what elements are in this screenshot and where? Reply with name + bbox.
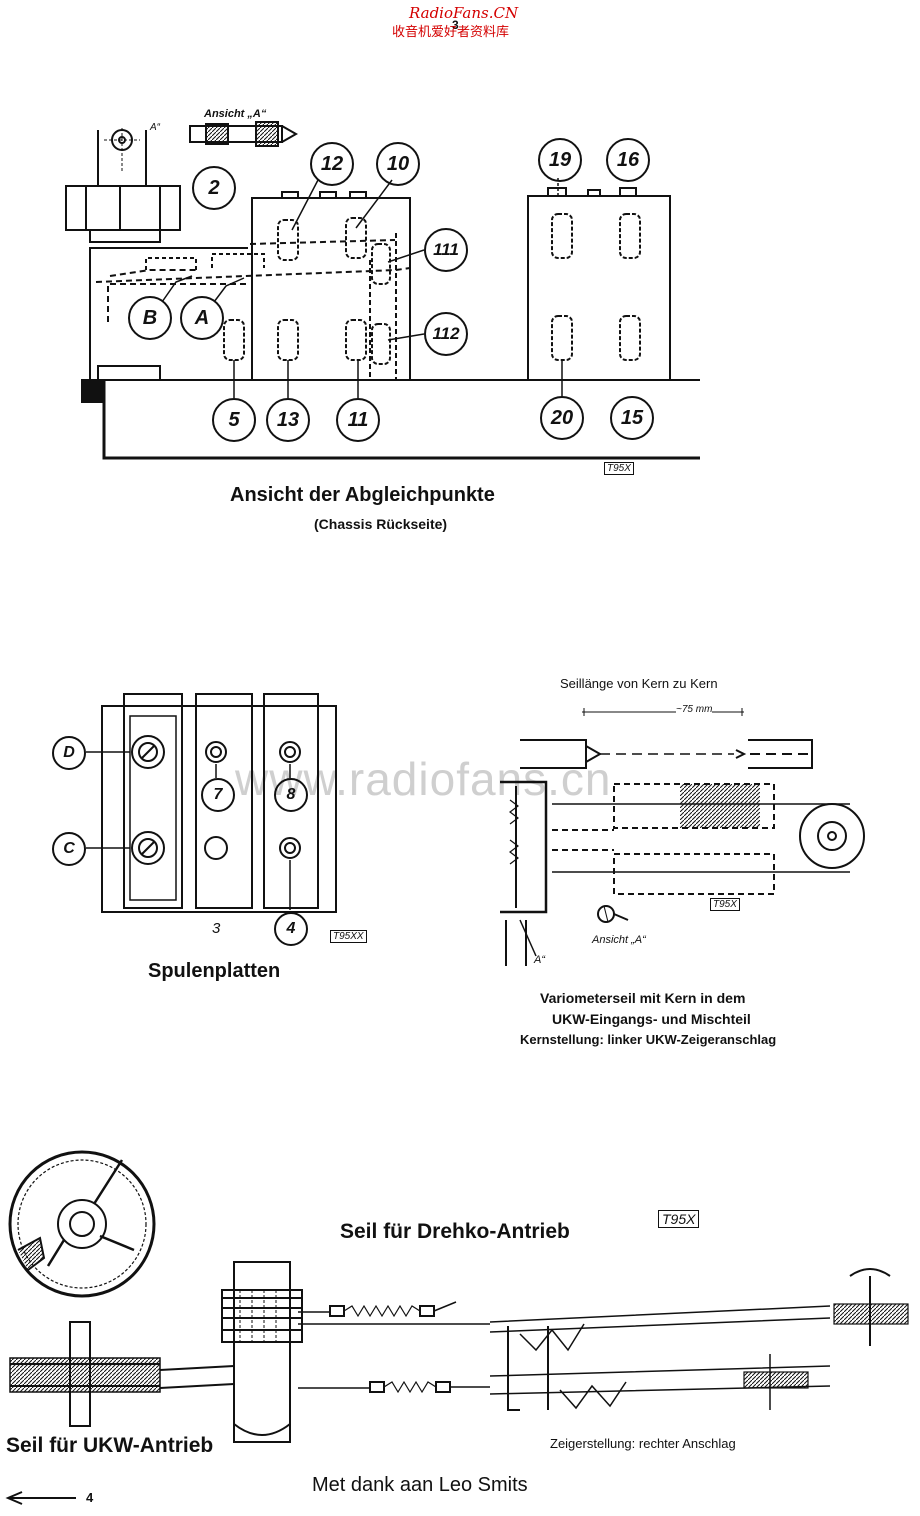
point-20: 20	[540, 396, 584, 440]
point-3-label: 3	[212, 920, 221, 937]
ansicht-a-label: Ansicht „A“	[204, 108, 267, 120]
point-D: D	[52, 736, 86, 770]
a-view-marker: A“	[150, 122, 160, 133]
figure-ref-code-drehko: T95X	[658, 1210, 700, 1228]
variometer-caption-line3: Kernstellung: linker UKW-Zeigeranschlag	[520, 1032, 777, 1047]
point-C: C	[52, 832, 86, 866]
point-111: 111	[424, 228, 468, 272]
figure-ref-code: T95X	[604, 462, 634, 475]
next-page-number: 4	[86, 1490, 94, 1505]
figure-subtitle-chassis: (Chassis Rückseite)	[314, 516, 448, 532]
point-112: 112	[424, 312, 468, 356]
point-2: 2	[192, 166, 236, 210]
figure-ref-code-spulen: T95XX	[330, 930, 367, 943]
page-number: 3	[452, 18, 459, 32]
point-16: 16	[606, 138, 650, 182]
variometer-caption-line1: Variometerseil mit Kern in dem	[540, 990, 746, 1006]
dimension-label: ~75 mm	[676, 704, 713, 715]
point-10: 10	[376, 142, 420, 186]
point-13: 13	[266, 398, 310, 442]
figure-title-drehko: Seil für Drehko-Antrieb	[340, 1220, 570, 1243]
figure-title-spulenplatten: Spulenplatten	[148, 960, 281, 982]
figure-title-abgleichpunkte: Ansicht der Abgleichpunkte	[230, 484, 495, 506]
seillaenge-label: Seillänge von Kern zu Kern	[560, 676, 718, 691]
point-15: 15	[610, 396, 654, 440]
point-B: B	[128, 296, 172, 340]
point-8: 8	[274, 778, 308, 812]
site-watermark-chinese: 收音机爱好者资料库	[392, 24, 510, 39]
point-4: 4	[274, 912, 308, 946]
figure-ref-code-variometer: T95X	[710, 898, 740, 911]
zeigerstellung-label: Zeigerstellung: rechter Anschlag	[550, 1436, 736, 1451]
point-5: 5	[212, 398, 256, 442]
point-11: 11	[336, 398, 380, 442]
a-view-marker-variometer: A“	[534, 954, 545, 966]
point-A: A	[180, 296, 224, 340]
ansicht-a-label-variometer: Ansicht „A“	[592, 934, 646, 946]
variometer-caption-line2: UKW-Eingangs- und Mischteil	[552, 1011, 751, 1027]
figure-title-ukw: Seil für UKW-Antrieb	[6, 1434, 214, 1457]
credit-line: Met dank aan Leo Smits	[312, 1474, 528, 1496]
point-12: 12	[310, 142, 354, 186]
point-19: 19	[538, 138, 582, 182]
point-7: 7	[201, 778, 235, 812]
site-watermark-title: RadioFans.CN	[409, 4, 519, 22]
